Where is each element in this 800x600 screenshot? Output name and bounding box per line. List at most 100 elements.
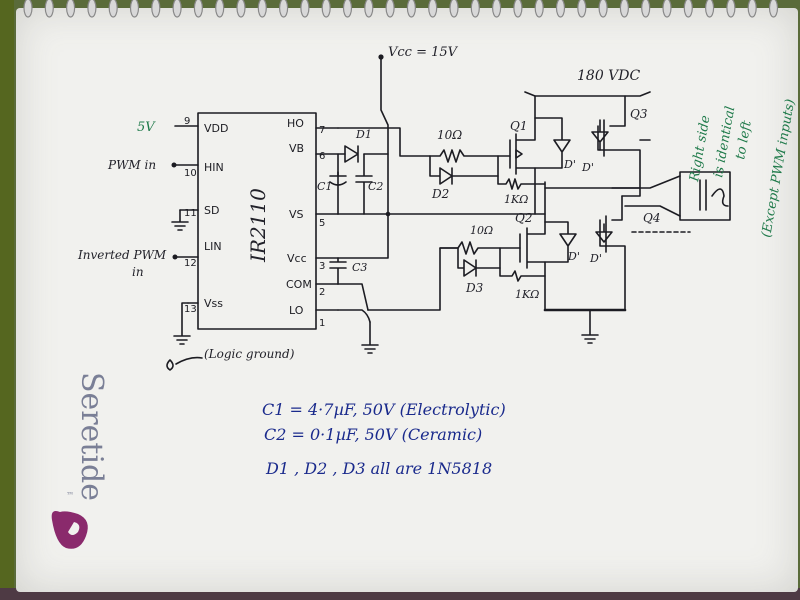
c2-label: C2 (368, 180, 383, 193)
vb-wire (337, 153, 389, 215)
binding-ring (279, 0, 289, 18)
hv-supply-label: 180 VDC (577, 68, 641, 84)
binding-ring (406, 0, 416, 18)
load-box (679, 171, 731, 221)
binding-ring (215, 0, 225, 18)
binding-ring (385, 0, 395, 18)
pin-10-number: 10 (184, 168, 197, 179)
ic-name: IR2110 (246, 188, 270, 263)
q4-label: Q4 (643, 211, 660, 225)
binding-ring (470, 0, 480, 18)
binding-ring (87, 0, 97, 18)
q1-body-diode (534, 117, 571, 169)
vcc-rail-wire (337, 56, 389, 259)
binding-ring (108, 0, 118, 18)
pin-sd-label: SD (204, 204, 219, 217)
pin-3-number: 3 (319, 261, 325, 272)
note-c1: C1 = 4·7µF, 50V (Electrolytic) (262, 400, 506, 419)
pin-2-number: 2 (319, 287, 325, 298)
binding-ring (683, 0, 693, 18)
ground-callout-mark (166, 359, 174, 371)
note-c2: C2 = 0·1µF, 50V (Ceramic) (264, 425, 482, 444)
r-top-1k (497, 175, 546, 190)
binding-ring (428, 0, 438, 18)
pin-13-number: 13 (184, 304, 197, 315)
binding-ring (726, 0, 736, 18)
logic-ground-symbol (173, 302, 191, 345)
q2-label: Q2 (515, 211, 532, 225)
pin-lo-label: LO (289, 304, 304, 317)
q4-mosfet (599, 195, 626, 311)
vdd-supply-label: 5V (137, 120, 156, 135)
pin-6-number: 6 (319, 151, 325, 162)
pwm-input-label: PWM in (107, 158, 156, 172)
binding-ring (598, 0, 608, 18)
ic-right-pins: HO VB VS Vcc COM LO 7 6 5 3 2 1 (286, 117, 339, 329)
binding-ring (66, 0, 76, 18)
load-wires (611, 175, 681, 217)
binding-ring (342, 0, 353, 18)
r-gate-top-label: 10Ω (437, 128, 462, 142)
c1-capacitor (329, 171, 347, 186)
ho-wire (337, 127, 431, 157)
binding-ring (23, 0, 33, 18)
c3-capacitor (329, 257, 347, 285)
q1-label: Q1 (510, 119, 527, 133)
com-ground-symbol (361, 321, 379, 354)
pin-vdd-label: VDD (204, 122, 228, 135)
r-top-1k-label: 1KΩ (504, 193, 528, 206)
side-note-line-1: Right side (687, 114, 714, 184)
inverted-pwm-label: Inverted PWM (77, 248, 167, 262)
pin-12-number: 12 (184, 258, 197, 269)
binding-ring (619, 0, 629, 18)
r-gate-bot (439, 241, 521, 255)
pin-ho-label: HO (287, 117, 304, 130)
binding-ring (768, 0, 779, 18)
binding-ring (364, 0, 374, 18)
ic-body (197, 112, 317, 330)
r-gate-top (429, 149, 511, 163)
ic-left-pins: VDD HIN SD LIN Vss 9 10 11 12 13 (174, 116, 228, 315)
c3-label: C3 (352, 261, 367, 274)
pin-lin-label: LIN (204, 240, 222, 253)
binding-ring (747, 0, 757, 18)
r-bot-1k-label: 1KΩ (515, 288, 539, 301)
binding-ring (236, 0, 246, 18)
right-output-wire (621, 187, 641, 197)
pin-vb-label: VB (289, 142, 304, 155)
notebook-paper (16, 8, 798, 592)
binding-ring (513, 0, 523, 18)
q4-body-diode-label: D' (589, 252, 602, 265)
d1-label: D1 (355, 128, 372, 141)
q2-mosfet (519, 213, 546, 311)
q2-body-diode (544, 221, 577, 263)
q1-body-diode-label: D' (563, 158, 576, 171)
q3-body-diode (591, 119, 609, 151)
pin-vs-label: VS (289, 208, 304, 221)
d1-diode (344, 145, 359, 163)
binding-ring (492, 0, 502, 18)
c2-capacitor (355, 153, 373, 215)
ground-callout-arrow (175, 356, 203, 365)
binding-ring (172, 0, 182, 18)
side-note-line-4: (Except PWM inputs) (759, 98, 798, 239)
binding-ring (662, 0, 672, 18)
binding-ring (44, 0, 54, 18)
c1-label: C1 (317, 180, 332, 193)
d2-label: D2 (431, 187, 449, 201)
load-components (699, 179, 729, 211)
pin-11-number: 11 (184, 208, 197, 219)
q2-body-diode-label: D' (567, 250, 580, 263)
note-diodes: D1 , D2 , D3 all are 1N5818 (265, 459, 492, 478)
logo-trademark: ™ (66, 491, 74, 500)
binding-ring (555, 0, 566, 18)
pin-vcc-label: Vcc (287, 252, 307, 265)
binding-ring (129, 0, 140, 18)
logo-mark-cutout (68, 522, 80, 535)
binding-ring (641, 0, 651, 18)
binding-ring (300, 0, 310, 18)
hv-rail (524, 91, 651, 97)
binding-ring (321, 0, 331, 18)
binding-ring (577, 0, 587, 18)
